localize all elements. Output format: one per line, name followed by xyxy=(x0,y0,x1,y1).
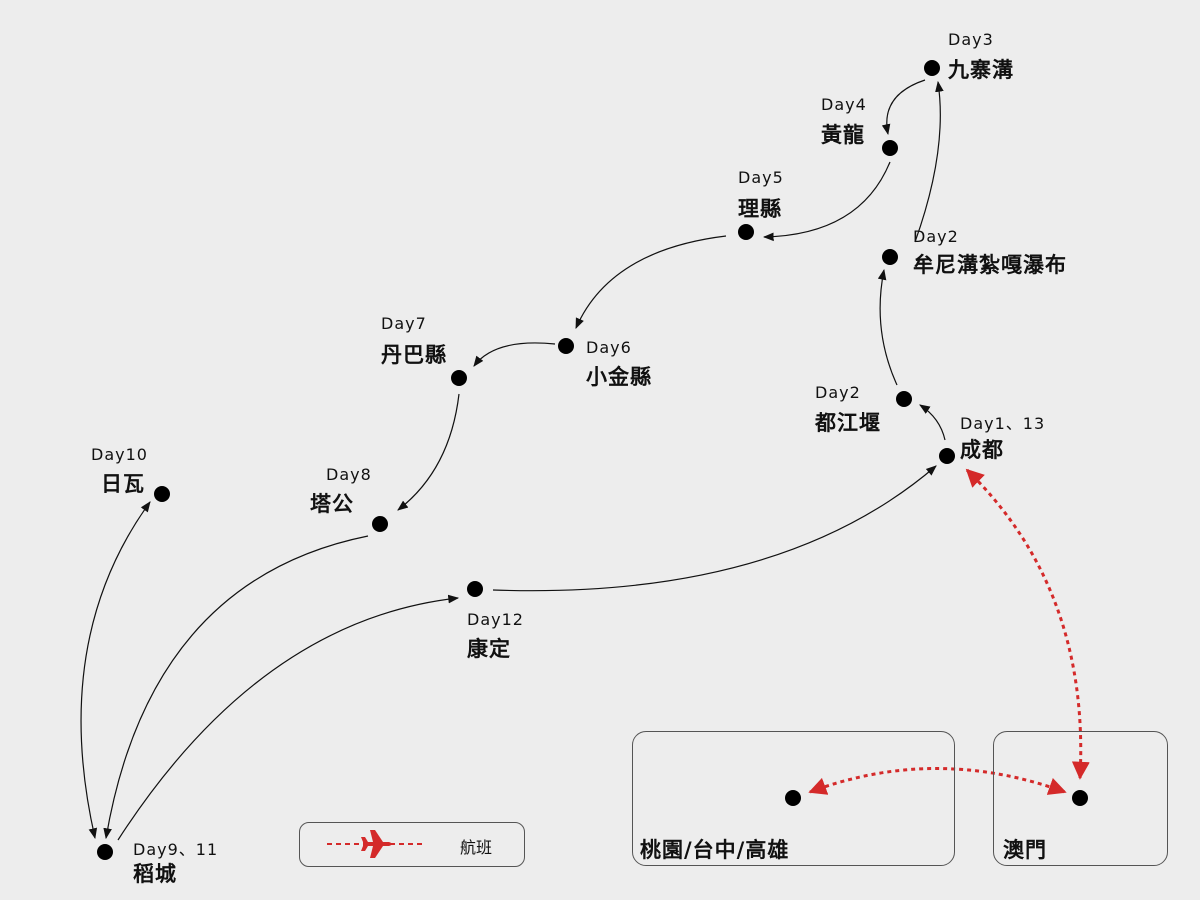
stop-dot-riwa xyxy=(154,486,170,502)
stop-dot-daocheng xyxy=(97,844,113,860)
route-kangding-chengdu xyxy=(492,465,937,592)
day-lixian: Day5 xyxy=(738,168,784,187)
taiwan-airport-box xyxy=(632,731,955,866)
name-tagong: 塔公 xyxy=(310,492,354,516)
stop-dot-macau xyxy=(1072,790,1088,806)
stop-dot-jiuzhaigou xyxy=(924,60,940,76)
day-kangding: Day12 xyxy=(467,610,524,629)
route-dujiangyan-munigou xyxy=(877,268,898,386)
day-tagong: Day8 xyxy=(326,465,372,484)
name-huanglong: 黃龍 xyxy=(821,123,865,147)
day-huanglong: Day4 xyxy=(821,95,867,114)
name-xiaojin: 小金縣 xyxy=(586,365,652,389)
airport-taiwan-label: 桃園/台中/高雄 xyxy=(640,838,790,862)
name-daocheng: 稻城 xyxy=(133,862,177,886)
route-xiaojin-danba xyxy=(473,342,556,367)
stop-dot-kangding xyxy=(467,581,483,597)
name-danba: 丹巴縣 xyxy=(381,343,447,367)
stop-dot-xiaojin xyxy=(558,338,574,354)
legend-label: 航班 xyxy=(460,838,493,857)
name-lixian: 理縣 xyxy=(738,197,782,221)
route-huanglong-lixian xyxy=(762,161,891,242)
name-kangding: 康定 xyxy=(467,637,511,661)
route-lixian-xiaojin xyxy=(575,235,727,329)
stop-dot-dujiangyan xyxy=(896,391,912,407)
day-riwa: Day10 xyxy=(91,445,148,464)
route-jiuzhaigou-huanglong xyxy=(881,79,926,136)
flight-chengdu-macau xyxy=(965,468,1090,780)
day-dujiangyan: Day2 xyxy=(815,383,861,402)
route-daocheng-kangding xyxy=(117,594,460,841)
macau-airport-box xyxy=(993,731,1168,866)
stop-dot-huanglong xyxy=(882,140,898,156)
flight-taiwan-macau xyxy=(808,767,1067,795)
day-xiaojin: Day6 xyxy=(586,338,632,357)
day-munigou: Day2 xyxy=(913,227,959,246)
name-riwa: 日瓦 xyxy=(101,472,145,496)
route-daocheng-riwa xyxy=(80,501,151,840)
legend xyxy=(299,822,525,867)
stop-dot-tagong xyxy=(372,516,388,532)
stop-dot-taiwan xyxy=(785,790,801,806)
stop-dot-danba xyxy=(451,370,467,386)
stop-dot-chengdu xyxy=(939,448,955,464)
route-munigou-jiuzhaigou xyxy=(914,80,944,243)
name-munigou: 牟尼溝紮嘎瀑布 xyxy=(913,253,1067,277)
stop-dot-lixian xyxy=(738,224,754,240)
name-dujiangyan: 都江堰 xyxy=(815,411,881,435)
name-jiuzhaigou: 九寨溝 xyxy=(948,58,1014,82)
day-jiuzhaigou: Day3 xyxy=(948,30,994,49)
route-chengdu-dujiangyan xyxy=(919,404,946,441)
name-chengdu: 成都 xyxy=(960,438,1004,462)
day-danba: Day7 xyxy=(381,314,427,333)
day-daocheng: Day9、11 xyxy=(133,840,219,859)
airport-macau-label: 澳門 xyxy=(1003,838,1047,862)
day-chengdu: Day1、13 xyxy=(960,414,1046,433)
route-tagong-daocheng xyxy=(103,535,369,840)
stop-dot-munigou xyxy=(882,249,898,265)
route-danba-tagong xyxy=(397,393,460,511)
